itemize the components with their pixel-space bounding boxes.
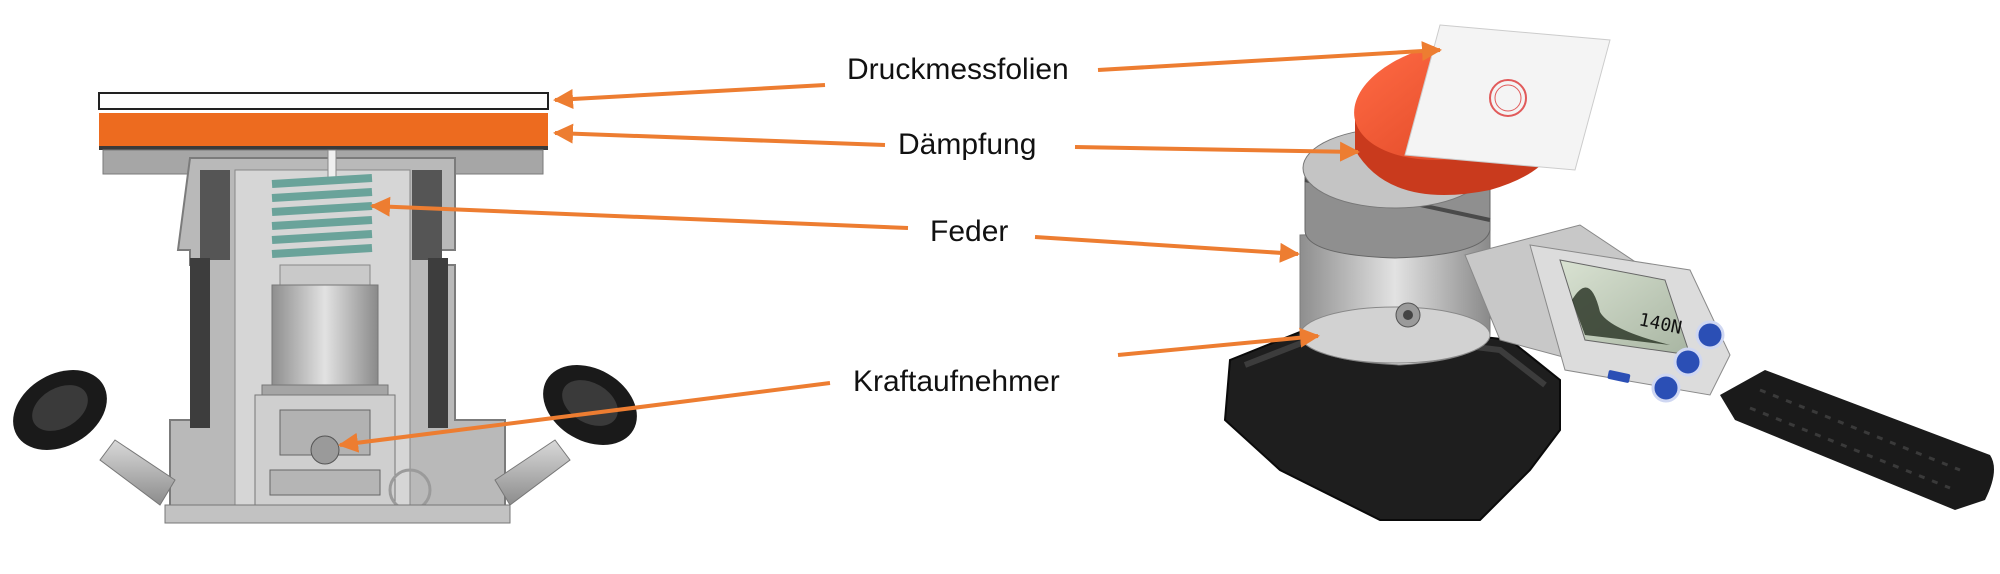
- device-button-top: [1695, 320, 1725, 350]
- load-cell-sensor: [310, 435, 340, 465]
- arrow-load-cell-right: [1117, 327, 1320, 357]
- arrow-spring-right: [1034, 235, 1300, 263]
- cross-section-drawing: [13, 92, 637, 524]
- label-pressure-film: Druckmessfolien: [847, 53, 1069, 86]
- annotation-arrows: [338, 41, 1442, 453]
- arrow-pressure-film-left: [553, 83, 826, 109]
- device-photo: 140N: [1223, 24, 1994, 521]
- right-handle: [494, 365, 637, 506]
- label-damping: Dämpfung: [898, 128, 1037, 161]
- display-buttons: [1607, 320, 1725, 403]
- device-button-middle: [1673, 347, 1703, 377]
- arrow-damping-right: [1074, 141, 1360, 162]
- left-handle: [13, 370, 176, 506]
- spring-coil: [271, 174, 373, 258]
- lcd-screen: 140N: [1559, 259, 1691, 356]
- device-button-bottom: [1651, 373, 1681, 403]
- arrow-spring-left: [370, 196, 909, 230]
- label-load-cell: Kraftaufnehmer: [853, 365, 1060, 398]
- arrow-damping-left: [553, 123, 886, 147]
- arrow-load-cell-left: [338, 381, 831, 453]
- damping-pad-layer: [99, 113, 548, 149]
- pressure-film-sheet: [1404, 24, 1611, 171]
- label-spring: Feder: [930, 215, 1009, 248]
- grip-handle: [1720, 370, 1994, 510]
- pressure-film-layer: [98, 92, 549, 110]
- arrow-pressure-film-right: [1097, 41, 1442, 72]
